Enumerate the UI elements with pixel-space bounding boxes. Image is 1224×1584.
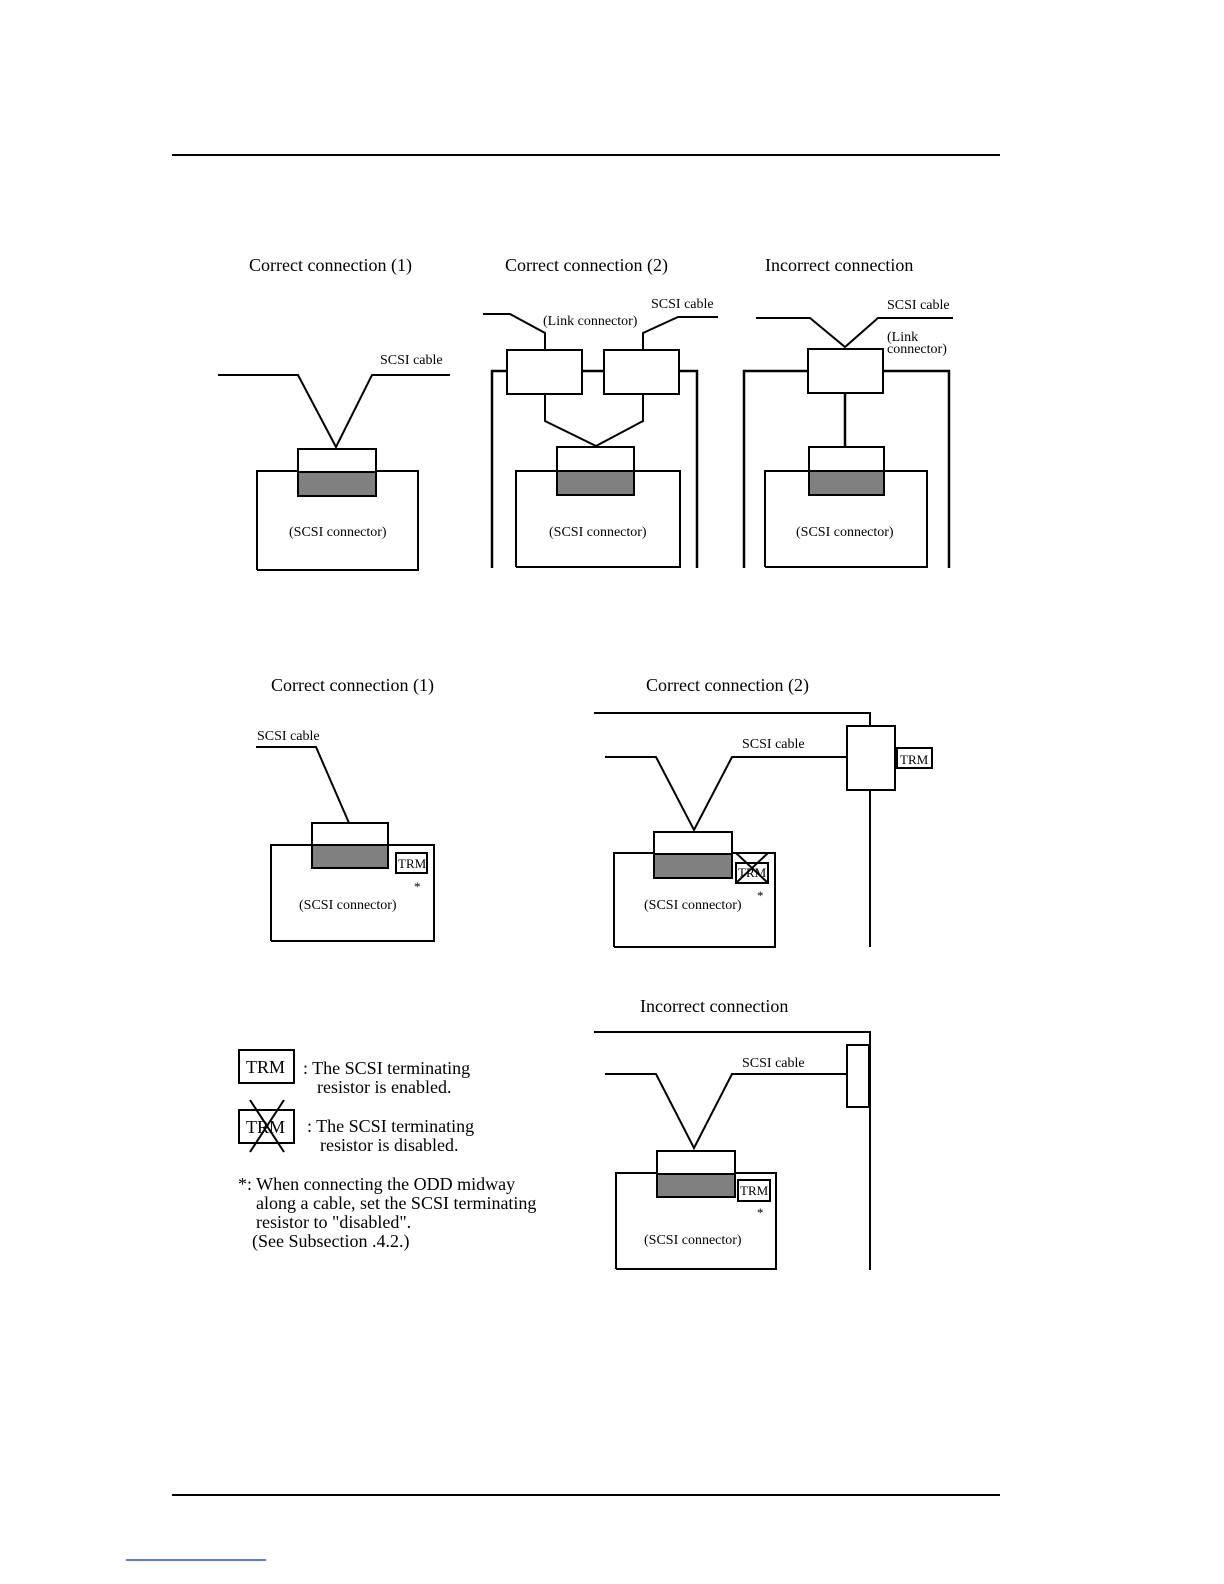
chassis <box>594 1031 871 1270</box>
scsi-cable-out <box>642 316 718 350</box>
cable-plug <box>656 1150 736 1175</box>
top-panel3-link-label-2: connector) <box>887 342 947 357</box>
link-connector-left <box>506 349 583 395</box>
link-cable <box>544 394 644 448</box>
legend-note-line4: (See Subsection .4.2.) <box>252 1231 409 1252</box>
legend-cross-mark <box>249 1099 285 1153</box>
bottom-panel1-asterisk: * <box>414 879 421 894</box>
cable-plug <box>297 448 377 473</box>
bottom-panel2-trm-ext-label: TRM <box>900 752 929 767</box>
legend-trm-enabled-box <box>238 1049 295 1084</box>
trm-enabled-icon <box>737 1179 771 1202</box>
bottom-panel1-trm-label: TRM <box>398 856 427 871</box>
scsi-cable-in <box>483 313 546 350</box>
bottom-panel-correct-1: Correct connection (1) SCSI cable TRM * … <box>256 675 435 942</box>
top-diagram: Correct connection (1) SCSI cable (SCSI … <box>218 255 953 571</box>
top-panel-incorrect: Incorrect connection SCSI cable (Link co… <box>742 255 953 568</box>
bottom-panel3-connector-label: (SCSI connector) <box>644 1233 742 1248</box>
top-panel3-title: Incorrect connection <box>765 255 913 275</box>
scsi-cable <box>256 746 350 824</box>
bottom-panel3-title: Incorrect connection <box>640 996 788 1016</box>
bottom-panel2-asterisk: * <box>757 888 764 903</box>
bottom-panel1-connector-label: (SCSI connector) <box>299 898 397 913</box>
bottom-panel2-title: Correct connection (2) <box>646 675 809 696</box>
external-connector <box>846 725 896 791</box>
link-connector-right <box>603 349 680 395</box>
legend-disabled-line2: resistor is disabled. <box>320 1135 458 1155</box>
top-panel3-link-label-1: (Link <box>887 330 918 345</box>
bottom-panel3-asterisk: * <box>757 1205 764 1220</box>
cable-plug <box>808 446 885 472</box>
legend-enabled-line2: resistor is enabled. <box>317 1077 451 1097</box>
top-panel-correct-1: Correct connection (1) SCSI cable (SCSI … <box>218 255 450 571</box>
legend-disabled-line1: : The SCSI terminating <box>307 1116 474 1136</box>
bottom-panel-incorrect: Incorrect connection SCSI cable TRM * (S… <box>594 996 871 1270</box>
scsi-connector <box>808 470 885 496</box>
trm-external-icon <box>896 747 933 769</box>
top-panel2-connector-label: (SCSI connector) <box>549 525 647 540</box>
top-panel1-cable-label: SCSI cable <box>380 353 443 368</box>
top-panel2-cable-label: SCSI cable <box>651 297 714 312</box>
bottom-panel2-cable-label: SCSI cable <box>742 737 805 752</box>
external-connector <box>846 1044 870 1108</box>
cross-mark <box>735 852 769 884</box>
bottom-diagram: Correct connection (1) SCSI cable TRM * … <box>238 675 933 1270</box>
bottom-panel1-cable-label: SCSI cable <box>257 729 320 744</box>
bottom-panel3-cable-label: SCSI cable <box>742 1056 805 1071</box>
chassis <box>490 369 699 568</box>
top-panel3-cable-label: SCSI cable <box>887 298 950 313</box>
bottom-panel3-trm-label: TRM <box>740 1183 769 1198</box>
cable-plug <box>311 822 389 846</box>
legend-note-line3: resistor to "disabled". <box>256 1212 411 1232</box>
scsi-connector <box>297 471 377 497</box>
legend-trm-enabled-label: TRM <box>246 1057 285 1077</box>
scsi-connector <box>656 1173 736 1198</box>
drive-body <box>270 844 435 942</box>
trm-disabled-icon <box>735 862 769 884</box>
scsi-cable <box>605 1073 847 1151</box>
drive-body <box>515 470 681 568</box>
link-connector <box>807 348 884 394</box>
drive-body <box>256 470 419 571</box>
chassis <box>594 712 871 947</box>
cable-plug <box>556 446 635 472</box>
top-panel3-connector-label: (SCSI connector) <box>796 525 894 540</box>
legend-note-line2: along a cable, set the SCSI terminating <box>256 1193 536 1213</box>
legend-note-line1: *: When connecting the ODD midway <box>238 1174 515 1194</box>
scsi-connector <box>653 853 733 879</box>
top-panel2-link-label: (Link connector) <box>543 314 638 329</box>
scsi-cable <box>218 374 450 450</box>
trm-enabled-icon <box>395 852 428 874</box>
top-panel1-connector-label: (SCSI connector) <box>289 525 387 540</box>
legend: TRM : The SCSI terminating resistor is e… <box>238 1049 536 1252</box>
legend-enabled-line1: : The SCSI terminating <box>303 1058 470 1078</box>
top-panel-correct-2: Correct connection (2) SCSI cable (Link … <box>483 255 718 568</box>
bottom-panel2-connector-label: (SCSI connector) <box>644 898 742 913</box>
scsi-connector <box>311 844 389 869</box>
drive-body <box>613 852 776 948</box>
top-panel2-title: Correct connection (2) <box>505 255 668 276</box>
cable-plug <box>653 831 733 855</box>
drive-body <box>764 470 928 568</box>
bottom-panel1-title: Correct connection (1) <box>271 675 434 696</box>
scsi-cable <box>605 756 847 833</box>
scsi-connector <box>556 470 635 496</box>
top-panel1-title: Correct connection (1) <box>249 255 412 276</box>
bottom-panel-correct-2: Correct connection (2) SCSI cable TRM TR… <box>594 675 933 948</box>
scsi-cable <box>756 317 953 349</box>
drive-body <box>615 1172 777 1270</box>
